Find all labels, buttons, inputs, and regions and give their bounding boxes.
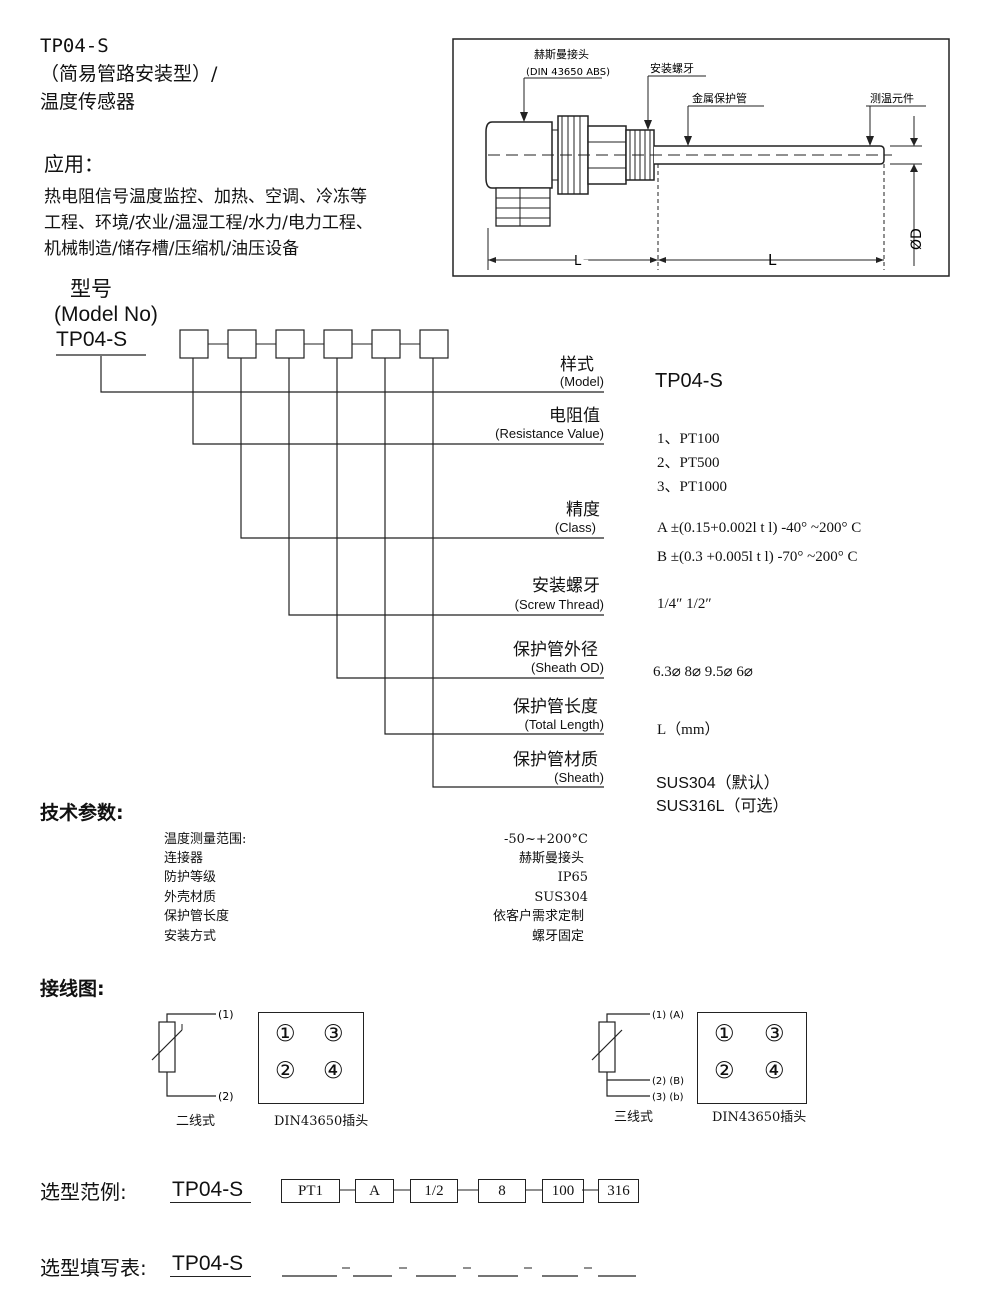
- example-model: TP04-S: [170, 1178, 252, 1203]
- dim-l1: L: [574, 254, 582, 269]
- wiring-heading: 接线图:: [40, 978, 105, 1000]
- field-class-cn: 精度: [566, 500, 600, 520]
- pin-1: ①: [275, 1021, 296, 1047]
- dim-l2: L: [768, 251, 777, 269]
- option-resistance: 2、PT500: [657, 455, 720, 471]
- field-model-cn: 样式: [560, 355, 594, 375]
- option-model: TP04-S: [655, 370, 723, 392]
- pin-3: ③: [764, 1021, 785, 1047]
- dim-od: ØD: [909, 228, 925, 250]
- field-length-en: (Total Length): [524, 717, 605, 732]
- field-resistance-en: (Resistance Value): [495, 426, 604, 441]
- spec-name: 保护管长度: [164, 909, 230, 924]
- connector-std: (DIN 43650 ABS): [526, 67, 610, 78]
- field-material-en: (Sheath): [554, 770, 604, 785]
- field-od-en: (Sheath OD): [531, 660, 604, 675]
- spec-value: IP65: [557, 870, 588, 885]
- field-length-cn: 保护管长度: [513, 697, 598, 717]
- application-heading: 应用：: [44, 152, 104, 176]
- example-class: A: [355, 1179, 394, 1203]
- model-label-en: (Model No): [54, 303, 158, 326]
- example-sheath-od: 8: [478, 1179, 526, 1203]
- din-plug-2wire: ① ③ ② ④: [258, 1012, 364, 1104]
- spec-value: 赫斯曼接头: [518, 851, 584, 866]
- option-resistance: 1、PT100: [657, 431, 720, 447]
- field-model-en: (Model): [559, 374, 604, 389]
- connector-label: 赫斯曼接头: [534, 48, 589, 61]
- three-wire-caption: 三线式: [614, 1110, 654, 1125]
- application-line: 机械制造/储存槽/压缩机/油压设备: [44, 239, 300, 259]
- option-material: SUS304（默认）: [656, 775, 780, 792]
- spec-name: 防护等级: [164, 870, 217, 885]
- din-plug-3wire: ① ③ ② ④: [697, 1012, 807, 1104]
- example-length: 100: [542, 1179, 584, 1203]
- field-resistance-cn: 电阻值: [549, 406, 600, 426]
- option-thread: 1/4″ 1/2″: [657, 596, 712, 612]
- spec-value: -50~+200°C: [504, 832, 588, 847]
- spec-value: SUS304: [534, 890, 588, 905]
- spec-name: 安装方式: [164, 929, 217, 944]
- field-thread-en: (Screw Thread): [514, 597, 604, 612]
- field-class-en: (Class): [554, 520, 596, 535]
- sheath-label: 金属保护管: [692, 91, 747, 105]
- form-blanks: [282, 1267, 636, 1277]
- terminal-3b: (3) (b): [652, 1092, 684, 1103]
- terminal-1a: (1) (A): [652, 1010, 684, 1021]
- pin-2: ②: [714, 1058, 735, 1084]
- option-material: SUS316L（可选）: [656, 798, 789, 815]
- application-line: 热电阻信号温度监控、加热、空调、冷冻等: [44, 187, 367, 207]
- pin-4: ④: [764, 1058, 785, 1084]
- field-od-cn: 保护管外径: [513, 640, 598, 660]
- specs-heading: 技术参数:: [40, 802, 124, 824]
- terminal-2b: (2) (B): [652, 1076, 684, 1087]
- option-sheath-od: 6.3⌀ 8⌀ 9.5⌀ 6⌀: [653, 664, 753, 680]
- product-drawing: ØD L L L 赫斯曼接头 (DIN 43650 ABS) 安装螺牙 金属保护…: [452, 38, 950, 277]
- form-model: TP04-S: [170, 1252, 252, 1277]
- example-thread: 1/2: [410, 1179, 458, 1203]
- product-subtitle: （简易管路安装型）/: [40, 63, 218, 85]
- spec-name: 连接器: [164, 851, 204, 866]
- two-wire-caption: 二线式: [176, 1114, 216, 1129]
- pin-2: ②: [275, 1058, 296, 1084]
- option-class: B ±(0.3 +0.005l t l) -70° ~200° C: [657, 549, 858, 565]
- product-type: 温度传感器: [40, 91, 136, 113]
- field-thread-cn: 安装螺牙: [532, 576, 600, 596]
- example-resistance: PT1: [281, 1179, 340, 1203]
- spec-value: 螺牙固定: [531, 929, 584, 944]
- two-wire-diagram: (1) (2): [151, 1008, 234, 1103]
- terminal-1: (1): [218, 1008, 234, 1021]
- terminal-2: (2): [218, 1090, 234, 1103]
- example-connectors: [339, 1189, 598, 1191]
- pin-4: ④: [323, 1058, 344, 1084]
- application-line: 工程、环境/农业/温湿工程/水力/电力工程、: [44, 213, 373, 233]
- pin-1: ①: [714, 1021, 735, 1047]
- element-label: 测温元件: [870, 92, 914, 105]
- option-class: A ±(0.15+0.002l t l) -40° ~200° C: [657, 520, 862, 536]
- pin-3: ③: [323, 1021, 344, 1047]
- form-heading: 选型填写表:: [40, 1256, 147, 1280]
- spec-value: 依客户需求定制: [492, 909, 584, 924]
- three-wire-diagram: (1) (A) (2) (B) (3) (b): [591, 1010, 684, 1103]
- model-label-cn: 型号: [70, 278, 112, 301]
- field-material-cn: 保护管材质: [513, 750, 598, 770]
- spec-name: 外壳材质: [164, 890, 217, 905]
- example-material: 316: [598, 1179, 639, 1203]
- plug-caption-3wire: DIN43650插头: [712, 1110, 807, 1125]
- model-code: TP04-S: [56, 328, 128, 351]
- spec-name: 温度测量范围:: [164, 832, 247, 847]
- thread-label: 安装螺牙: [650, 61, 694, 75]
- plug-caption-2wire: DIN43650插头: [274, 1114, 369, 1129]
- product-title: TP04-S: [40, 35, 109, 57]
- option-resistance: 3、PT1000: [657, 479, 728, 495]
- example-heading: 选型范例:: [40, 1180, 127, 1204]
- option-length: L（mm）: [657, 722, 720, 738]
- model-tree: [56, 329, 604, 788]
